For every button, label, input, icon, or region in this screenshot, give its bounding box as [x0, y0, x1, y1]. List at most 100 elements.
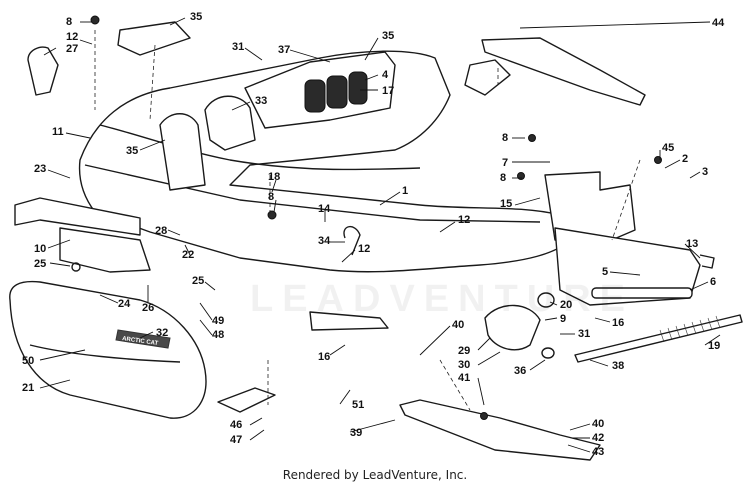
- callout: 35: [190, 11, 202, 23]
- hood-body: [78, 50, 576, 273]
- footer-credit: Rendered by LeadVenture, Inc.: [282, 468, 468, 482]
- callout: 27: [66, 43, 78, 55]
- callout: 33: [255, 95, 267, 107]
- bracket-35: [117, 21, 191, 56]
- bolt-8b: [528, 134, 536, 142]
- callout: 6: [710, 276, 716, 288]
- callout: 23: [34, 163, 46, 175]
- splash-guard: [399, 399, 601, 461]
- callout: 25: [192, 275, 204, 287]
- callout: 36: [514, 365, 526, 377]
- callout: 29: [458, 345, 470, 357]
- callout: 50: [22, 355, 34, 367]
- routing-line-7: [439, 359, 471, 411]
- callout: 8: [500, 172, 506, 184]
- skid-plate: [217, 387, 276, 413]
- callout: 9: [560, 313, 566, 325]
- grille-bar: [591, 287, 693, 299]
- callout: 31: [232, 41, 244, 53]
- callout: 43: [592, 446, 604, 458]
- callout: 40: [452, 319, 464, 331]
- upper-rail: [481, 37, 646, 106]
- light-pod-right: [204, 95, 256, 151]
- handle-34: [343, 226, 361, 256]
- bumper-trim: [309, 311, 389, 331]
- callout: 3: [702, 166, 708, 178]
- callout: 18: [268, 171, 280, 183]
- bracket-44: [464, 59, 511, 96]
- callout: 39: [350, 427, 362, 439]
- callout: 44: [712, 17, 725, 29]
- callout: 35: [382, 30, 394, 42]
- vent-slot-1: [304, 79, 326, 113]
- callout: 12: [358, 243, 370, 255]
- washer-41: [480, 412, 488, 420]
- nose-decal-bar: [115, 329, 171, 349]
- callout: 13: [686, 238, 698, 250]
- vent-slot-3: [348, 71, 368, 105]
- callout: 47: [230, 434, 242, 446]
- callout: 14: [318, 203, 331, 215]
- light-pod-left: [159, 113, 206, 191]
- callout: 8: [502, 132, 508, 144]
- callout: 26: [142, 302, 154, 314]
- callout: 17: [382, 85, 394, 97]
- callout: 19: [708, 340, 720, 352]
- parts-drawing: [9, 15, 743, 461]
- callout: 20: [560, 299, 572, 311]
- callout: 4: [382, 69, 389, 81]
- callout: 37: [278, 44, 290, 56]
- callout: 16: [612, 317, 624, 329]
- callout: 51: [352, 399, 364, 411]
- callout: 28: [155, 225, 167, 237]
- vent-slot-2: [326, 75, 348, 109]
- intake-duct: [484, 304, 541, 351]
- callout: 2: [682, 153, 688, 165]
- callout: 11: [52, 126, 64, 138]
- decal-text: ARCTIC CAT: [122, 336, 159, 347]
- callout-labels: 8 12 27 35 31 37 35 4 17 33 44 11 35 8 7…: [22, 11, 725, 458]
- routing-line-5: [611, 159, 641, 241]
- callout: 5: [602, 266, 608, 278]
- bracket-27: [27, 46, 59, 96]
- callout: 40: [592, 418, 604, 430]
- callout: 8: [268, 191, 274, 203]
- callout: 45: [662, 142, 674, 154]
- callout: 49: [212, 315, 224, 327]
- nose-cone: [9, 280, 207, 419]
- callout: 35: [126, 145, 138, 157]
- callout: 48: [212, 329, 224, 341]
- callout: 24: [118, 298, 131, 310]
- callout: 22: [182, 249, 194, 261]
- bolt-8d: [267, 210, 277, 220]
- callout: 1: [402, 185, 408, 197]
- trim-hatch: [659, 315, 721, 343]
- callout: 42: [592, 432, 604, 444]
- washer-25: [71, 262, 81, 272]
- callout: 12: [66, 31, 78, 43]
- callout: 30: [458, 359, 470, 371]
- grommet: [537, 292, 555, 308]
- callout: 10: [34, 243, 46, 255]
- bumper-bracket: [59, 227, 151, 273]
- callout: 46: [230, 419, 242, 431]
- clip-13: [699, 254, 715, 269]
- callout: 41: [458, 372, 470, 384]
- bolt-8a: [90, 15, 100, 25]
- clamp-ring: [541, 347, 555, 359]
- watermark: LEADVENTURE: [250, 278, 635, 320]
- routing-line-2: [149, 44, 156, 121]
- hood-rim: [84, 164, 541, 223]
- nose-stripe: [29, 344, 181, 363]
- callout: 38: [612, 360, 624, 372]
- bumper-beam: [14, 197, 141, 236]
- callout: 25: [34, 258, 46, 270]
- callout: 32: [156, 327, 168, 339]
- hood-inner: [99, 124, 421, 171]
- callout: 16: [318, 351, 330, 363]
- trim-strip: [574, 314, 743, 363]
- leader-lines: [39, 17, 721, 453]
- callout: 7: [502, 157, 508, 169]
- callout: 31: [578, 328, 590, 340]
- callout: 34: [318, 235, 331, 247]
